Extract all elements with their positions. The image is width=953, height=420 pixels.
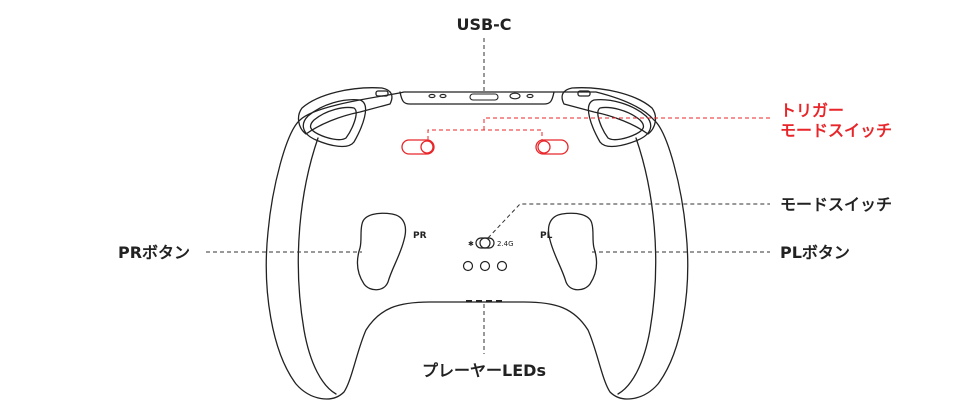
back-paddles xyxy=(356,212,598,291)
usb-c-port xyxy=(469,93,499,101)
right-trigger-switch xyxy=(535,139,569,155)
right-shoulder xyxy=(561,87,657,148)
mode-switch xyxy=(475,237,495,249)
player-leds xyxy=(466,300,502,302)
pr-button-label: PRボタン xyxy=(118,243,190,262)
mode-switch-leader xyxy=(487,203,770,239)
pr-paddle xyxy=(356,212,407,291)
usb-c-label: USB-C xyxy=(456,15,511,34)
leader-lines xyxy=(206,38,770,354)
wireless-mark: 2.4G xyxy=(497,240,514,248)
pr-mark: PR xyxy=(413,231,427,241)
bluetooth-icon: ✱ xyxy=(468,240,474,248)
top-edge xyxy=(399,91,555,105)
pl-paddle xyxy=(547,212,598,291)
left-grip-contour xyxy=(297,137,337,395)
player-leds-label: プレーヤーLEDs xyxy=(422,361,546,380)
left-shoulder xyxy=(297,87,393,148)
top-ports xyxy=(428,92,534,101)
left-trigger-switch xyxy=(401,139,435,155)
mode-switch-label: モードスイッチ xyxy=(780,195,892,214)
pl-button-label: PLボタン xyxy=(780,243,850,262)
controller-body xyxy=(265,91,689,400)
center-buttons xyxy=(462,260,508,272)
trigger-mode-switches xyxy=(401,139,569,155)
trigger-mode-label-line2: モードスイッチ xyxy=(780,121,892,140)
pl-mark: PL xyxy=(540,231,553,241)
controller-outline xyxy=(265,91,689,400)
trigger-leader xyxy=(427,117,770,140)
trigger-mode-label-line1: トリガー xyxy=(780,101,844,120)
right-grip-contour xyxy=(617,137,657,395)
